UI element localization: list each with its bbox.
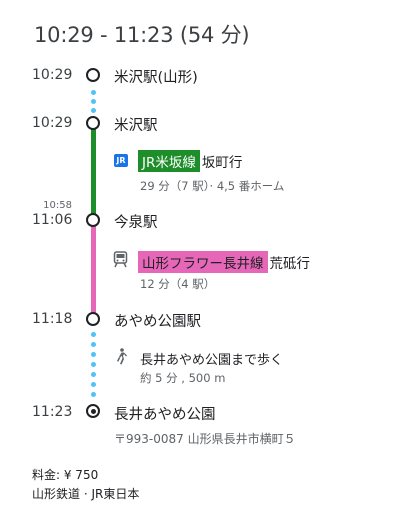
jr-yonesaka-line-badge: JR米坂線 [138, 150, 200, 172]
jr-icon: JR [114, 154, 128, 167]
stop4-time: 11:18 [32, 311, 73, 327]
stop3-name[interactable]: 今泉駅 [114, 215, 158, 231]
stop3-depart-time: 11:06 [32, 212, 73, 228]
leg2-detail: 12 分（4 駅） [140, 277, 216, 291]
walking-person-icon [115, 348, 127, 369]
destination-address: 〒993-0087 山形県長井市横町５ [114, 432, 296, 446]
stop1-name[interactable]: 米沢駅(山形) [114, 70, 198, 86]
leg1-destination: 坂町行 [201, 155, 243, 171]
walk-instruction[interactable]: 長井あやめ公園まで歩く [140, 353, 284, 368]
destination-circle [86, 404, 100, 418]
trip-summary-title: 10:29 - 11:23 (54 分) [34, 23, 250, 47]
stop-circle-3 [86, 213, 100, 227]
stop2-time: 10:29 [32, 115, 73, 131]
flower-line-segment [91, 226, 96, 314]
stop1-time: 10:29 [32, 67, 73, 83]
fare-text: 料金: ¥ 750 [32, 468, 99, 482]
destination-name[interactable]: 長井あやめ公園 [114, 407, 216, 423]
stop-circle-1 [86, 68, 100, 82]
leg2-destination: 荒砥行 [269, 256, 311, 272]
walk-detail: 約 5 分 , 500 m [140, 371, 226, 385]
leg2-line-row[interactable]: 山形フラワー長井線荒砥行 [138, 251, 310, 273]
stop-circle-4 [86, 312, 100, 326]
stop4-name[interactable]: あやめ公園駅 [114, 314, 201, 330]
jr-line-segment [91, 128, 96, 214]
stop5-time: 11:23 [32, 404, 73, 420]
operators-text: 山形鉄道 · JR東日本 [32, 487, 140, 501]
stop2-name[interactable]: 米沢駅 [114, 118, 158, 134]
leg1-detail: 29 分（7 駅）· 4,5 番ホーム [140, 179, 285, 193]
flower-nagai-line-badge: 山形フラワー長井線 [138, 251, 268, 273]
leg1-line-row[interactable]: JR米坂線坂町行 [138, 150, 242, 172]
stop-circle-2 [86, 116, 100, 130]
train-icon [113, 251, 128, 272]
stop3-arrive-time: 10:58 [43, 200, 72, 211]
